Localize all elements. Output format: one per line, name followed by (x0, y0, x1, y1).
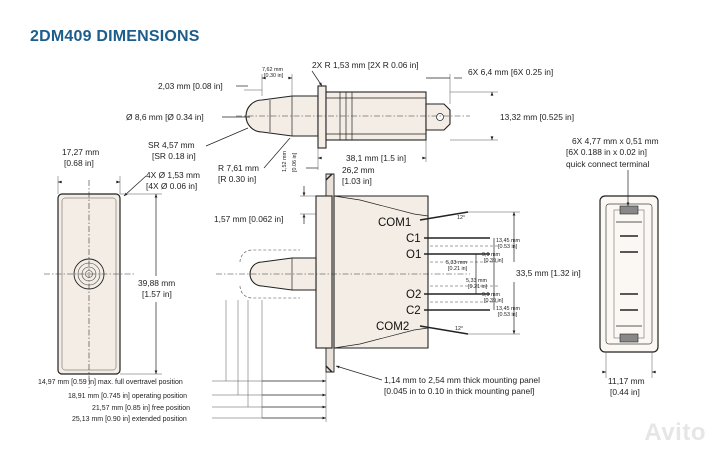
panel-thickness-in: [0.045 in to 0.10 in thick mounting pane… (384, 386, 534, 396)
panel-thickness: 1,14 mm to 2,54 mm thick mounting panel (384, 375, 540, 385)
label-o1: O1 (406, 249, 421, 261)
terminal-view-body (599, 195, 659, 353)
dim-r-1-53: 2X R 1,53 mm [2X R 0.06 in] (312, 60, 419, 70)
dim-13-45-bottom-in: [0.53 in] (498, 312, 518, 318)
dim-33-5: 33,5 mm [1.32 in] (516, 268, 581, 278)
dim-5-33-top-in: [0.21 in] (448, 266, 468, 272)
dim-5-33-bottom-in: [0.21 in] (468, 284, 488, 290)
dim-5-33-bottom: 5,33 mm (466, 278, 487, 284)
dim-13-32: 13,32 mm [0.525 in] (500, 112, 574, 122)
qc-terminal-size: 6X 4,77 mm x 0,51 mm (572, 136, 659, 146)
dim-1-52-in: [0.06 in] (292, 152, 298, 172)
label-c2: C2 (406, 305, 421, 317)
dim-9-9-top-in: [0.39 in] (484, 258, 504, 264)
dim-5-33-top: 5,33 mm (446, 260, 467, 266)
switch-flange (317, 85, 327, 149)
page-title: 2DM409 DIMENSIONS (30, 28, 200, 45)
dim-4x-dia-1-53-in: [4X Ø 0.06 in] (146, 181, 197, 191)
qc-terminal-size-in: [6X 0.188 in x 0.02 in] (566, 147, 647, 157)
dim-4x-dia-1-53: 4X Ø 1,53 mm (146, 170, 200, 180)
position-operating: 18,91 mm [0.745 in] operating position (68, 393, 187, 400)
dim-1-52: 1,52 mm (282, 151, 288, 172)
terminal-com2 (419, 325, 469, 335)
label-com2: COM2 (376, 321, 409, 333)
qc-terminal-label: quick connect terminal (566, 159, 649, 169)
terminal-com1 (419, 211, 469, 221)
dim-39-88: 39,88 mm (138, 278, 175, 288)
position-free: 21,57 mm [0.85 in] free position (92, 405, 190, 412)
dim-17-27-in: [0.68 in] (64, 158, 94, 168)
dim-9-9-top: 9,9 mm (482, 252, 500, 258)
dim-38-1: 38,1 mm [1.5 in] (346, 153, 406, 163)
dim-6-4: 6X 6,4 mm [6X 0.25 in] (468, 67, 553, 77)
dim-sr-4-57: SR 4,57 mm (148, 140, 195, 150)
dim-1-57: 1,57 mm [0.062 in] (214, 214, 283, 224)
angle-12-bottom: 12° (455, 326, 463, 332)
dim-2-03: 2,03 mm [0.08 in] (158, 81, 223, 91)
top-side-view: 7,62 mm [0.30 in] 2X R 1,53 mm [2X R 0.0… (126, 60, 574, 186)
dim-9-9-bottom: 9,9 mm (482, 292, 500, 298)
dim-26-2-in: [1.03 in] (342, 176, 372, 186)
front-view: 17,27 mm [0.68 in] 4X Ø 1,53 mm [4X Ø 0.… (44, 147, 200, 388)
dim-r-7-61-in: [R 0.30 in] (218, 174, 256, 184)
dim-7-62: 7,62 mm (262, 67, 283, 73)
position-extended: 25,13 mm [0.90 in] extended position (72, 416, 187, 423)
middle-housing (315, 195, 333, 349)
dim-26-2: 26,2 mm (342, 165, 375, 175)
dim-13-45-top-in: [0.53 in] (498, 244, 518, 250)
dim-7-62-in: [0.30 in] (264, 73, 284, 79)
dim-sr-4-57-in: [SR 0.18 in] (152, 151, 196, 161)
position-overtravel: 14,97 mm [0.59 in] max. full overtravel … (38, 379, 183, 386)
dim-17-27: 17,27 mm (62, 147, 99, 157)
angle-12-top: 12° (457, 215, 465, 221)
label-com1: COM1 (378, 217, 411, 229)
watermark-logo: Avito (644, 419, 706, 446)
middle-side-view: COM1 C1 O1 O2 C2 COM2 12° 12° 1,57 mm [0… (38, 173, 581, 423)
label-c1: C1 (406, 233, 421, 245)
dim-11-17-in: [0.44 in] (610, 387, 640, 397)
dim-39-88-in: [1.57 in] (142, 289, 172, 299)
dim-dia-8-6: Ø 8,6 mm [Ø 0.34 in] (126, 112, 204, 122)
dim-13-45-top: 13,45 mm (496, 238, 520, 244)
dim-r-7-61: R 7,61 mm (218, 163, 259, 173)
label-o2: O2 (406, 289, 421, 301)
terminal-view: 6X 4,77 mm x 0,51 mm [6X 0.188 in x 0.02… (566, 136, 659, 397)
dim-13-45-bottom: 13,45 mm (496, 306, 520, 312)
dim-11-17: 11,17 mm (608, 376, 645, 386)
